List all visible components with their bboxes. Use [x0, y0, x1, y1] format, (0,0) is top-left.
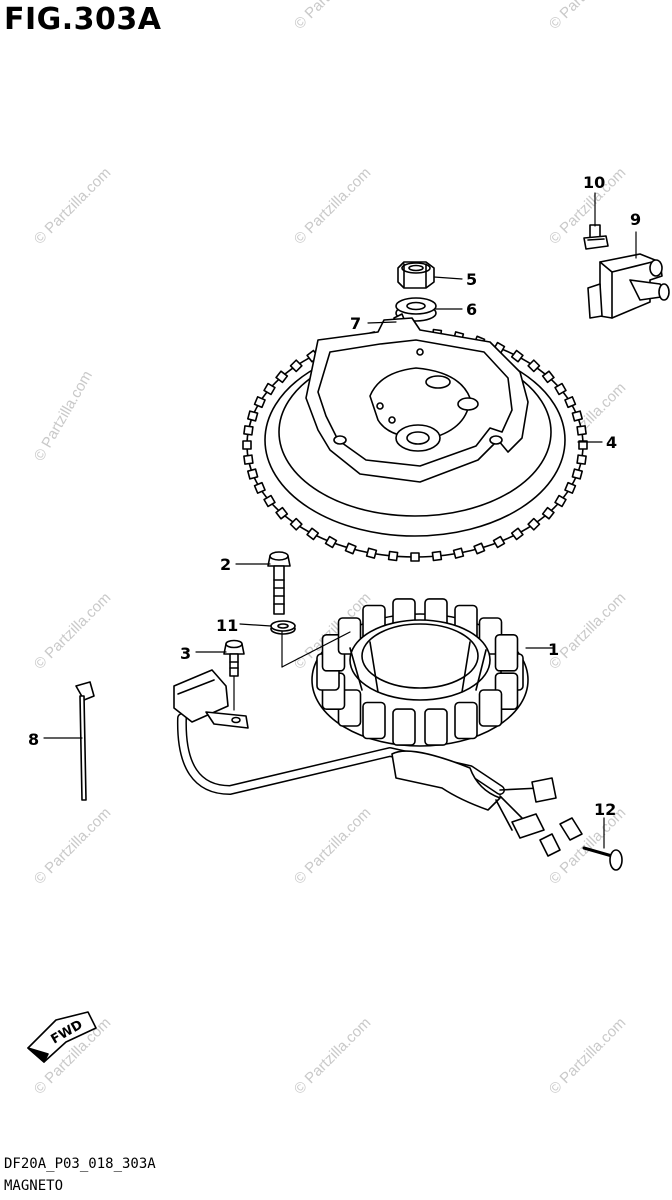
- callout-9: 9: [630, 210, 641, 229]
- flywheel-tooth: [473, 542, 486, 555]
- bolt-part-2: [267, 551, 291, 615]
- flywheel-tooth: [492, 535, 506, 549]
- flywheel-tooth: [289, 359, 303, 373]
- sensor-part-9: [587, 253, 670, 319]
- fwd-arrow: [27, 1011, 97, 1063]
- flywheel-tooth: [576, 425, 587, 436]
- callout-10: 10: [583, 173, 605, 192]
- flywheel-tooth: [306, 527, 320, 541]
- flywheel-tooth: [243, 425, 254, 436]
- callout-labels: 1 2 3 4 5 6 7 8 9 10 11 12: [28, 173, 641, 819]
- callout-4: 4: [606, 433, 617, 452]
- watermark-group: © Partzilla.com © Partzilla.com © Partzi…: [31, 0, 630, 1098]
- flywheel-tooth: [247, 410, 259, 422]
- stator-pole: [424, 708, 448, 746]
- figure-code: DF20A_P03_018_303A: [4, 1156, 156, 1172]
- flywheel-tooth: [576, 454, 587, 465]
- flywheel-tooth: [564, 481, 577, 494]
- watermark: © Partzilla.com: [31, 589, 114, 672]
- callout-8: 8: [28, 730, 39, 749]
- flywheel-tooth: [243, 454, 254, 465]
- watermark: © Partzilla.com: [31, 804, 114, 887]
- flywheel-tooth: [510, 527, 524, 541]
- flywheel-tooth: [410, 552, 420, 562]
- flywheel-tooth: [344, 542, 357, 555]
- watermark: © Partzilla.com: [31, 368, 96, 464]
- figure-title: FIG.303A: [4, 2, 162, 37]
- flywheel-tooth: [541, 370, 555, 384]
- screw-part-3: [223, 639, 245, 677]
- flywheel-tooth: [510, 349, 524, 363]
- flywheel-tooth: [564, 396, 577, 409]
- watermark: © Partzilla.com: [546, 0, 629, 33]
- watermark: © Partzilla.com: [291, 0, 374, 33]
- flywheel-tooth: [275, 506, 289, 520]
- stator-pole: [494, 633, 519, 672]
- stator-pole: [454, 701, 478, 740]
- nut-part-5: [397, 261, 435, 289]
- callout-11: 11: [216, 616, 238, 635]
- flywheel-tooth: [452, 547, 465, 559]
- watermark: © Partzilla.com: [291, 1014, 374, 1097]
- watermark: © Partzilla.com: [546, 1014, 629, 1097]
- flywheel-tooth: [289, 517, 303, 531]
- watermark: © Partzilla.com: [31, 164, 114, 247]
- flywheel-tooth: [242, 440, 252, 450]
- bolt-part-10: [583, 224, 609, 250]
- flywheel-tooth: [578, 440, 588, 450]
- flywheel-tooth: [247, 468, 259, 480]
- watermark: © Partzilla.com: [291, 804, 374, 887]
- flywheel-tooth: [571, 468, 583, 480]
- flywheel-tooth: [527, 359, 541, 373]
- flywheel-tooth: [554, 494, 567, 508]
- callout-7: 7: [350, 314, 361, 333]
- flywheel-part-4: [242, 317, 588, 562]
- watermark: © Partzilla.com: [291, 164, 374, 247]
- stator-pole: [478, 689, 503, 727]
- cable-tie-part-8: [75, 681, 95, 801]
- flywheel-tooth: [253, 481, 266, 494]
- flywheel-tooth: [253, 396, 266, 409]
- callout-5: 5: [466, 270, 477, 289]
- flywheel-tooth: [387, 550, 399, 562]
- callout-12: 12: [594, 800, 616, 819]
- flywheel-tooth: [365, 547, 378, 559]
- wire-harness: [173, 669, 583, 857]
- washer-part-6: [395, 297, 437, 322]
- flywheel-tooth: [275, 370, 289, 384]
- callout-1: 1: [548, 640, 559, 659]
- pin-part-12: [582, 846, 623, 871]
- callout-3: 3: [180, 644, 191, 663]
- flywheel-tooth: [554, 382, 567, 396]
- callout-2: 2: [220, 555, 231, 574]
- callout-6: 6: [466, 300, 477, 319]
- washer-part-11: [270, 620, 296, 635]
- flywheel-tooth: [324, 535, 338, 549]
- figure-name: MAGNETO: [4, 1178, 64, 1194]
- stator-pole: [392, 708, 416, 746]
- flywheel-tooth: [263, 382, 276, 396]
- stator-part-1: [311, 598, 529, 747]
- leader-lines: [43, 192, 637, 849]
- watermark: © Partzilla.com: [546, 589, 629, 672]
- flywheel-tooth: [431, 550, 443, 562]
- stator-pole: [362, 701, 386, 740]
- flywheel-tooth: [571, 410, 583, 422]
- flywheel-tooth: [263, 494, 276, 508]
- flywheel-tooth: [527, 517, 541, 531]
- flywheel-tooth: [541, 506, 555, 520]
